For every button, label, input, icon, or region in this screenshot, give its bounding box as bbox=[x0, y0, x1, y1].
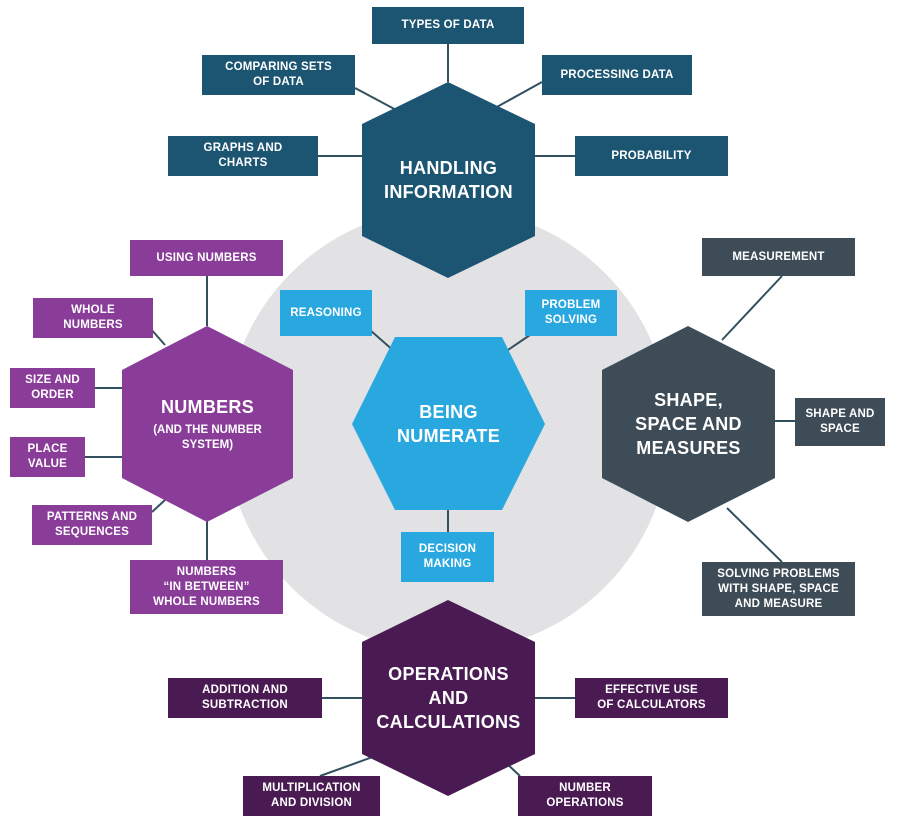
connector-processing-data bbox=[494, 81, 543, 109]
connector-comparing-sets bbox=[354, 87, 401, 113]
operations-calculations-title: OPERATIONS AND CALCULATIONS bbox=[376, 664, 521, 732]
operations-calculations-hexagon bbox=[362, 600, 535, 796]
handling-information-label: HANDLING INFORMATION bbox=[362, 124, 535, 236]
types-of-data-box: TYPES OF DATA bbox=[372, 7, 524, 44]
numbers-subtitle: (AND THE NUMBER SYSTEM) bbox=[153, 424, 262, 451]
decision-making-box: DECISION MAKING bbox=[401, 532, 494, 582]
addition-and-subtraction-box: ADDITION AND SUBTRACTION bbox=[168, 678, 322, 718]
number-operations-box: NUMBER OPERATIONS bbox=[518, 776, 652, 816]
reasoning-box: REASONING bbox=[280, 290, 372, 336]
comparing-sets-of-data-box: COMPARING SETS OF DATA bbox=[202, 55, 355, 95]
being-numerate-hexagon bbox=[352, 337, 545, 510]
problem-solving-box: PROBLEM SOLVING bbox=[525, 290, 617, 336]
numbers-in-between-box: NUMBERS “IN BETWEEN” WHOLE NUMBERS bbox=[130, 560, 283, 614]
shape-space-measures-hexagon bbox=[602, 326, 775, 522]
shape-space-measures-title: SHAPE, SPACE AND MEASURES bbox=[635, 390, 742, 458]
measurement-box: MEASUREMENT bbox=[702, 238, 855, 276]
numbers-hexagon bbox=[122, 326, 293, 522]
operations-calculations-label: OPERATIONS AND CALCULATIONS bbox=[362, 642, 535, 754]
connector-solving-problems bbox=[726, 507, 783, 563]
handling-information-hexagon bbox=[362, 82, 535, 278]
probability-box: PROBABILITY bbox=[575, 136, 728, 176]
size-and-order-box: SIZE AND ORDER bbox=[10, 368, 95, 408]
effective-use-of-calculators-box: EFFECTIVE USE OF CALCULATORS bbox=[575, 678, 728, 718]
numbers-title: NUMBERS bbox=[160, 397, 255, 417]
connector-problem-solving bbox=[504, 334, 531, 353]
place-value-box: PLACE VALUE bbox=[10, 437, 85, 477]
handling-information-title: HANDLING INFORMATION bbox=[384, 158, 513, 202]
connector-patterns bbox=[151, 499, 166, 513]
shape-space-measures-label: SHAPE, SPACE AND MEASURES bbox=[602, 370, 775, 478]
connector-measurement bbox=[721, 275, 783, 341]
solving-problems-box: SOLVING PROBLEMS WITH SHAPE, SPACE AND M… bbox=[702, 562, 855, 616]
processing-data-box: PROCESSING DATA bbox=[542, 55, 692, 95]
patterns-and-sequences-box: PATTERNS AND SEQUENCES bbox=[32, 505, 152, 545]
using-numbers-box: USING NUMBERS bbox=[130, 240, 283, 276]
being-numerate-label: BEING NUMERATE bbox=[360, 370, 537, 478]
being-numerate-title: BEING NUMERATE bbox=[396, 402, 501, 446]
whole-numbers-box: WHOLE NUMBERS bbox=[33, 298, 153, 338]
graphs-and-charts-box: GRAPHS AND CHARTS bbox=[168, 136, 318, 176]
shape-and-space-box: SHAPE AND SPACE bbox=[795, 398, 885, 446]
numbers-label: NUMBERS (AND THE NUMBER SYSTEM) bbox=[122, 370, 293, 478]
multiplication-and-division-box: MULTIPLICATION AND DIVISION bbox=[243, 776, 380, 816]
